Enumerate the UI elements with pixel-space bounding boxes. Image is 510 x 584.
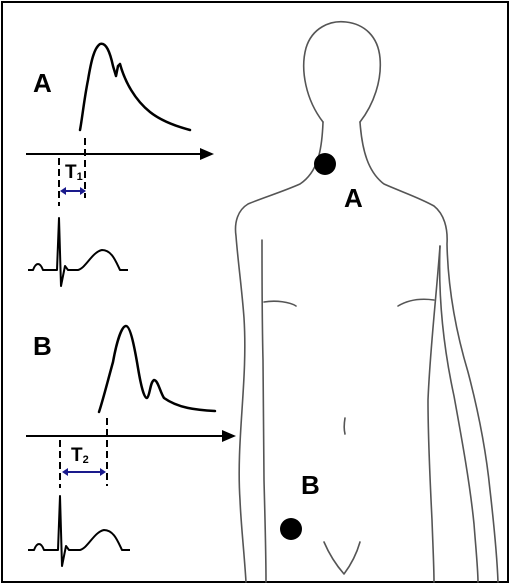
marker-b-label: B bbox=[301, 470, 320, 500]
marker-a-dot bbox=[314, 153, 336, 175]
marker-b-dot bbox=[280, 518, 302, 540]
marker-a-label: A bbox=[344, 183, 363, 213]
panel-b-label: B bbox=[33, 331, 52, 361]
panel-a-label: A bbox=[33, 68, 52, 98]
navel bbox=[344, 418, 345, 434]
